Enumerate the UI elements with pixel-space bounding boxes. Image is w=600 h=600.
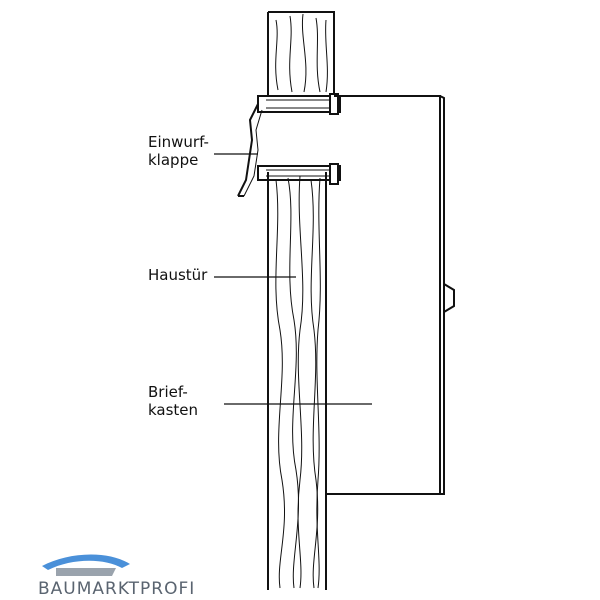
label-briefkasten-line2: kasten xyxy=(148,401,199,419)
label-einwurfklappe: Einwurf- klappe xyxy=(148,133,209,169)
label-einwurfklappe-line1: Einwurf- xyxy=(148,133,209,151)
door-lower xyxy=(267,172,327,590)
label-briefkasten-line1: Brief- xyxy=(148,383,188,401)
baumarktprofi-logo-mark xyxy=(42,554,130,576)
label-briefkasten: Brief- kasten xyxy=(148,383,198,419)
logo-text: BAUMARKTPROFI xyxy=(38,579,196,599)
label-haustuer: Haustür xyxy=(148,266,208,284)
upper-frame xyxy=(257,93,341,115)
label-einwurfklappe-line2: klappe xyxy=(148,151,199,169)
logo-roof-icon xyxy=(42,554,130,570)
logo-stack-icon xyxy=(56,568,116,576)
einwurfklappe-flap xyxy=(237,103,263,197)
door-upper xyxy=(267,11,335,96)
lower-frame xyxy=(257,163,341,185)
leader-lines xyxy=(214,153,372,405)
briefkasten-box xyxy=(326,95,455,495)
